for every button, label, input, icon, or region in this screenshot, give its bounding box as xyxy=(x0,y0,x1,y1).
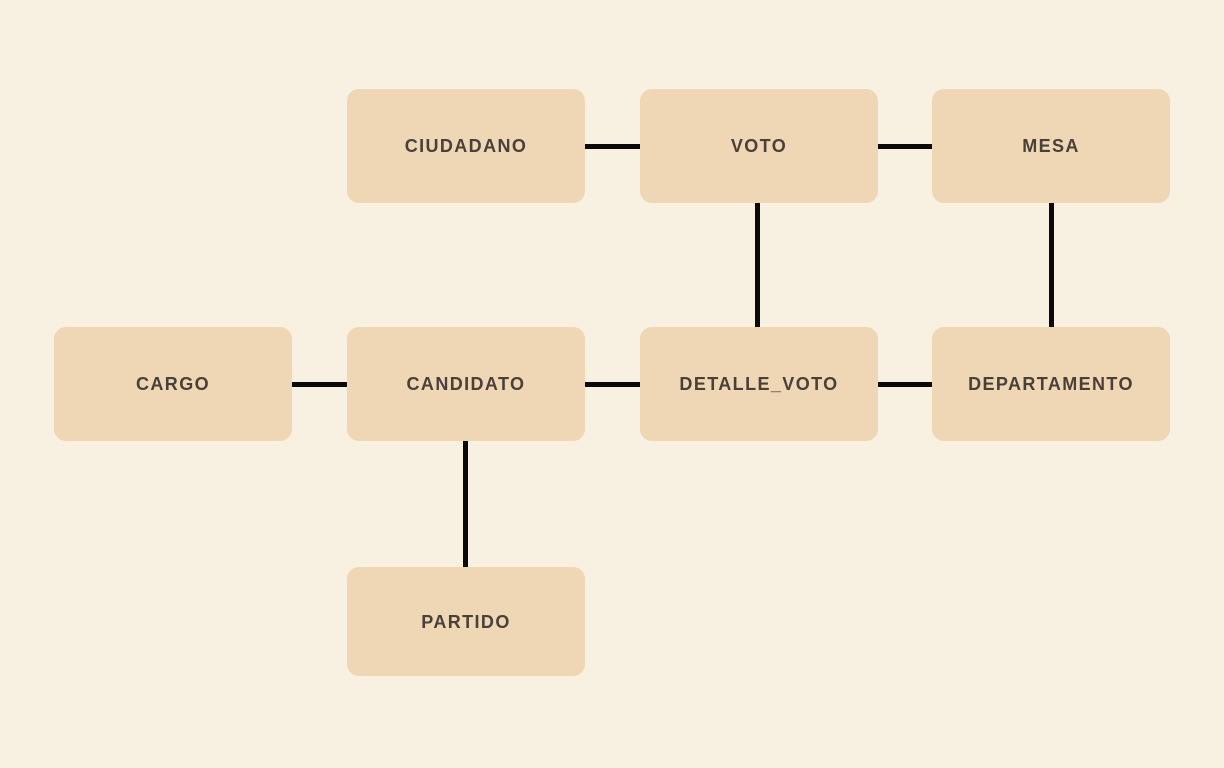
node-label-ciudadano: CIUDADANO xyxy=(404,136,528,156)
edge-mesa-departamento xyxy=(1049,203,1054,327)
node-label-detalle-voto: DETALLE_VOTO xyxy=(679,374,839,394)
node-ciudadano[interactable]: CIUDADANO xyxy=(347,89,585,203)
edge-voto-detalle-voto xyxy=(755,203,760,327)
edge-detalle-voto-departamento xyxy=(878,382,932,387)
node-label-voto: VOTO xyxy=(730,136,788,156)
node-departamento[interactable]: DEPARTAMENTO xyxy=(932,327,1170,441)
edge-candidato-detalle-voto xyxy=(585,382,640,387)
node-detalle-voto[interactable]: DETALLE_VOTO xyxy=(640,327,878,441)
edge-candidato-partido xyxy=(463,441,468,567)
node-mesa[interactable]: MESA xyxy=(932,89,1170,203)
node-label-cargo: CARGO xyxy=(136,374,210,394)
edge-voto-mesa xyxy=(878,144,932,149)
edge-ciudadano-voto xyxy=(585,144,640,149)
node-label-candidato: CANDIDATO xyxy=(406,374,526,394)
node-label-partido: PARTIDO xyxy=(421,611,511,632)
node-candidato[interactable]: CANDIDATO xyxy=(347,327,585,441)
node-label-departamento: DEPARTAMENTO xyxy=(968,374,1134,394)
node-label-mesa: MESA xyxy=(1022,136,1080,156)
edge-cargo-candidato xyxy=(292,382,347,387)
node-voto[interactable]: VOTO xyxy=(640,89,878,203)
node-partido[interactable]: PARTIDO xyxy=(347,567,585,676)
node-cargo[interactable]: CARGO xyxy=(54,327,292,441)
